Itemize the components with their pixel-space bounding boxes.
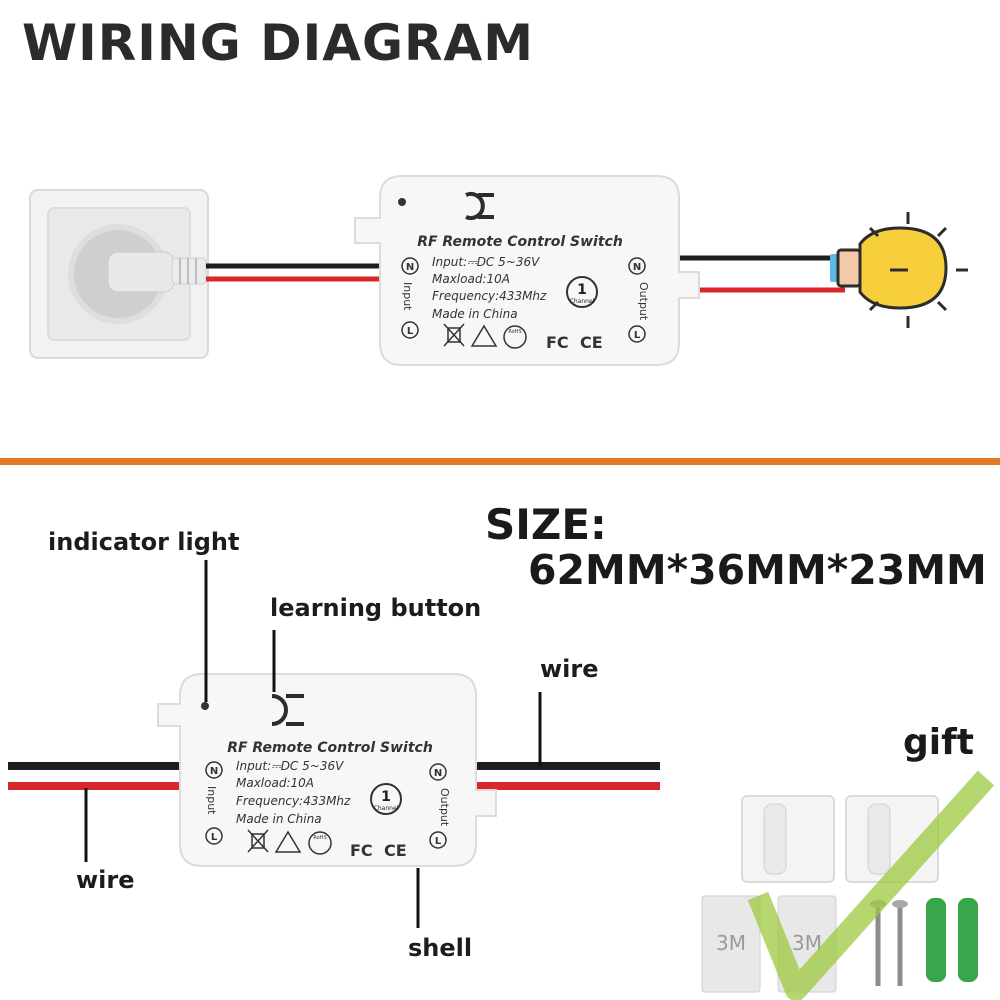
- terminal-l-input: [401, 321, 419, 339]
- switch-module-bottom: RF Remote Control Switch Input:⎓DC 5~36V…: [157, 673, 497, 867]
- learning-button-callout: learning button: [270, 594, 482, 622]
- rohs-icon: [308, 831, 332, 855]
- spec-input: Input:⎓DC 5~36V: [236, 759, 344, 773]
- rohs-icon: [503, 325, 527, 349]
- spec-maxload: Maxload:10A: [236, 776, 314, 790]
- checkmark-icon: [747, 770, 995, 1000]
- terminal-l-label: L: [435, 836, 442, 847]
- spec-maxload: Maxload:10A: [432, 272, 510, 286]
- channel-number: 1: [381, 789, 391, 805]
- switch-module-top: RF Remote Control Switch Input:⎓DC 5~36V…: [354, 175, 700, 366]
- output-label: Output: [637, 282, 650, 321]
- terminal-n-input: [205, 761, 223, 779]
- wire-left-callout: wire: [76, 866, 135, 894]
- terminal-n-output: [628, 257, 646, 275]
- gift-label: gift: [903, 722, 974, 763]
- indicator-light-dot: [201, 702, 209, 710]
- output-label: Output: [438, 788, 451, 827]
- recycle-icon: [274, 830, 302, 853]
- wall-socket-illustration: [29, 189, 209, 359]
- fc-mark: FC: [350, 841, 373, 860]
- learning-button-icon: [271, 694, 304, 726]
- spec-frequency: Frequency:433Mhz: [432, 289, 547, 303]
- weee-bin-icon: [443, 323, 465, 347]
- shell-callout: shell: [408, 934, 473, 962]
- size-value: 62MM*36MM*23MM: [528, 546, 987, 594]
- spec-origin: Made in China: [236, 812, 322, 826]
- terminal-l-output: [628, 325, 646, 343]
- wire-right-callout: wire: [540, 655, 599, 683]
- tape-3m-text: 3M: [716, 931, 746, 955]
- wall-anchor: [926, 898, 946, 982]
- spec-frequency: Frequency:433Mhz: [236, 794, 351, 808]
- channel-text: Channel: [570, 298, 595, 305]
- terminal-n-input: [401, 257, 419, 275]
- rohs-text: RoHS: [313, 835, 326, 841]
- wiring-diagram-scene: RF Remote Control Switch Input:⎓DC 5~36V…: [29, 175, 968, 366]
- adhesive-tape-pad: [701, 895, 761, 993]
- input-label: Input: [401, 282, 414, 311]
- terminal-n-output: [429, 763, 447, 781]
- device-name-label: RF Remote Control Switch: [227, 740, 433, 756]
- wall-anchor: [958, 898, 978, 982]
- channel-number: 1: [577, 282, 587, 298]
- ce-mark: CE: [384, 841, 407, 860]
- size-label: SIZE:: [485, 500, 607, 549]
- spec-input: Input:⎓DC 5~36V: [432, 255, 540, 269]
- terminal-l-input: [205, 827, 223, 845]
- learning-button-icon: [465, 192, 494, 220]
- indicator-light-dot: [398, 198, 406, 206]
- screw-icon: [892, 900, 908, 986]
- terminal-n-label: N: [633, 262, 641, 273]
- mounting-clip: [741, 795, 835, 883]
- rohs-text: RoHS: [508, 329, 521, 335]
- fc-mark: FC: [546, 333, 569, 352]
- channel-badge: [370, 783, 402, 815]
- terminal-l-label: L: [211, 832, 218, 843]
- light-bulb-icon: [830, 212, 968, 328]
- channel-badge: [566, 276, 598, 308]
- input-label: Input: [205, 786, 218, 815]
- indicator-light-callout: indicator light: [48, 528, 240, 556]
- recycle-icon: [470, 324, 498, 347]
- ce-mark: CE: [580, 333, 603, 352]
- terminal-l-output: [429, 831, 447, 849]
- terminal-n-label: N: [434, 768, 442, 779]
- gift-accessories: 3M 3M: [701, 770, 995, 1000]
- device-name-label: RF Remote Control Switch: [417, 234, 623, 250]
- terminal-n-label: N: [406, 262, 414, 273]
- terminal-l-label: L: [634, 330, 641, 341]
- terminal-l-label: L: [407, 326, 414, 337]
- weee-bin-icon: [247, 829, 269, 853]
- section-divider: [0, 458, 1000, 465]
- product-parts-scene: RF Remote Control Switch Input:⎓DC 5~36V…: [8, 560, 995, 1000]
- page-title: WIRING DIAGRAM: [22, 14, 534, 72]
- channel-text: Channel: [374, 805, 399, 812]
- terminal-n-label: N: [210, 766, 218, 777]
- spec-origin: Made in China: [432, 307, 518, 321]
